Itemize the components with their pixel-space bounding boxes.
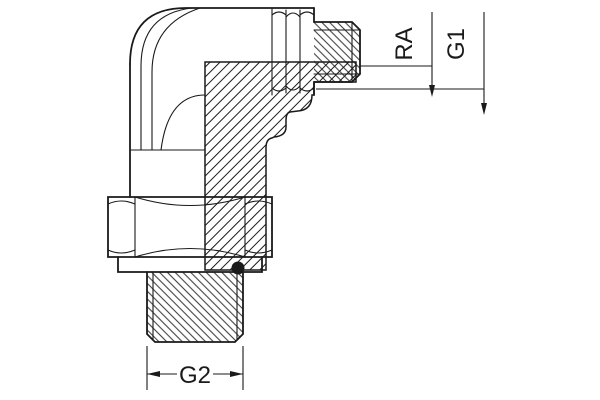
bend-outer-edge — [129, 7, 315, 65]
dimension-g2: G2 — [146, 346, 244, 390]
g2-label: G2 — [179, 362, 211, 389]
o-ring-dot — [231, 261, 245, 275]
g1-arrow-down — [481, 103, 487, 115]
section-hatch — [204, 61, 357, 271]
dimension-ra-g1: RA G1 — [316, 12, 487, 115]
bend-inner-fillet — [160, 94, 206, 151]
bend-contour-arcs — [140, 7, 201, 151]
hex-chamfer-arcs-top — [271, 11, 315, 18]
detail-lines — [107, 7, 361, 340]
g1-label: G1 — [443, 28, 470, 60]
thread-hatching — [147, 22, 360, 342]
g2-arrow-right — [230, 371, 243, 377]
o-ring-seal — [231, 261, 245, 275]
ra-arrow-down — [429, 85, 435, 97]
hex-flat-edges — [271, 7, 301, 96]
stud-thread-hatch — [147, 272, 243, 342]
nut-chamfer-arcs — [107, 196, 273, 258]
stud-thread-root-lines — [152, 272, 238, 340]
hex-chamfer-arcs-bottom — [271, 85, 315, 92]
lock-nut-outline — [107, 196, 273, 258]
section-body-polygon — [204, 61, 357, 271]
g2-extension-lines — [146, 346, 244, 390]
thread-tip-hatch — [314, 22, 360, 82]
g2-arrow-left — [147, 371, 160, 377]
ra-label: RA — [391, 27, 418, 60]
nut-flat-edges — [134, 196, 246, 258]
thread-tip-root-lines — [313, 21, 361, 83]
